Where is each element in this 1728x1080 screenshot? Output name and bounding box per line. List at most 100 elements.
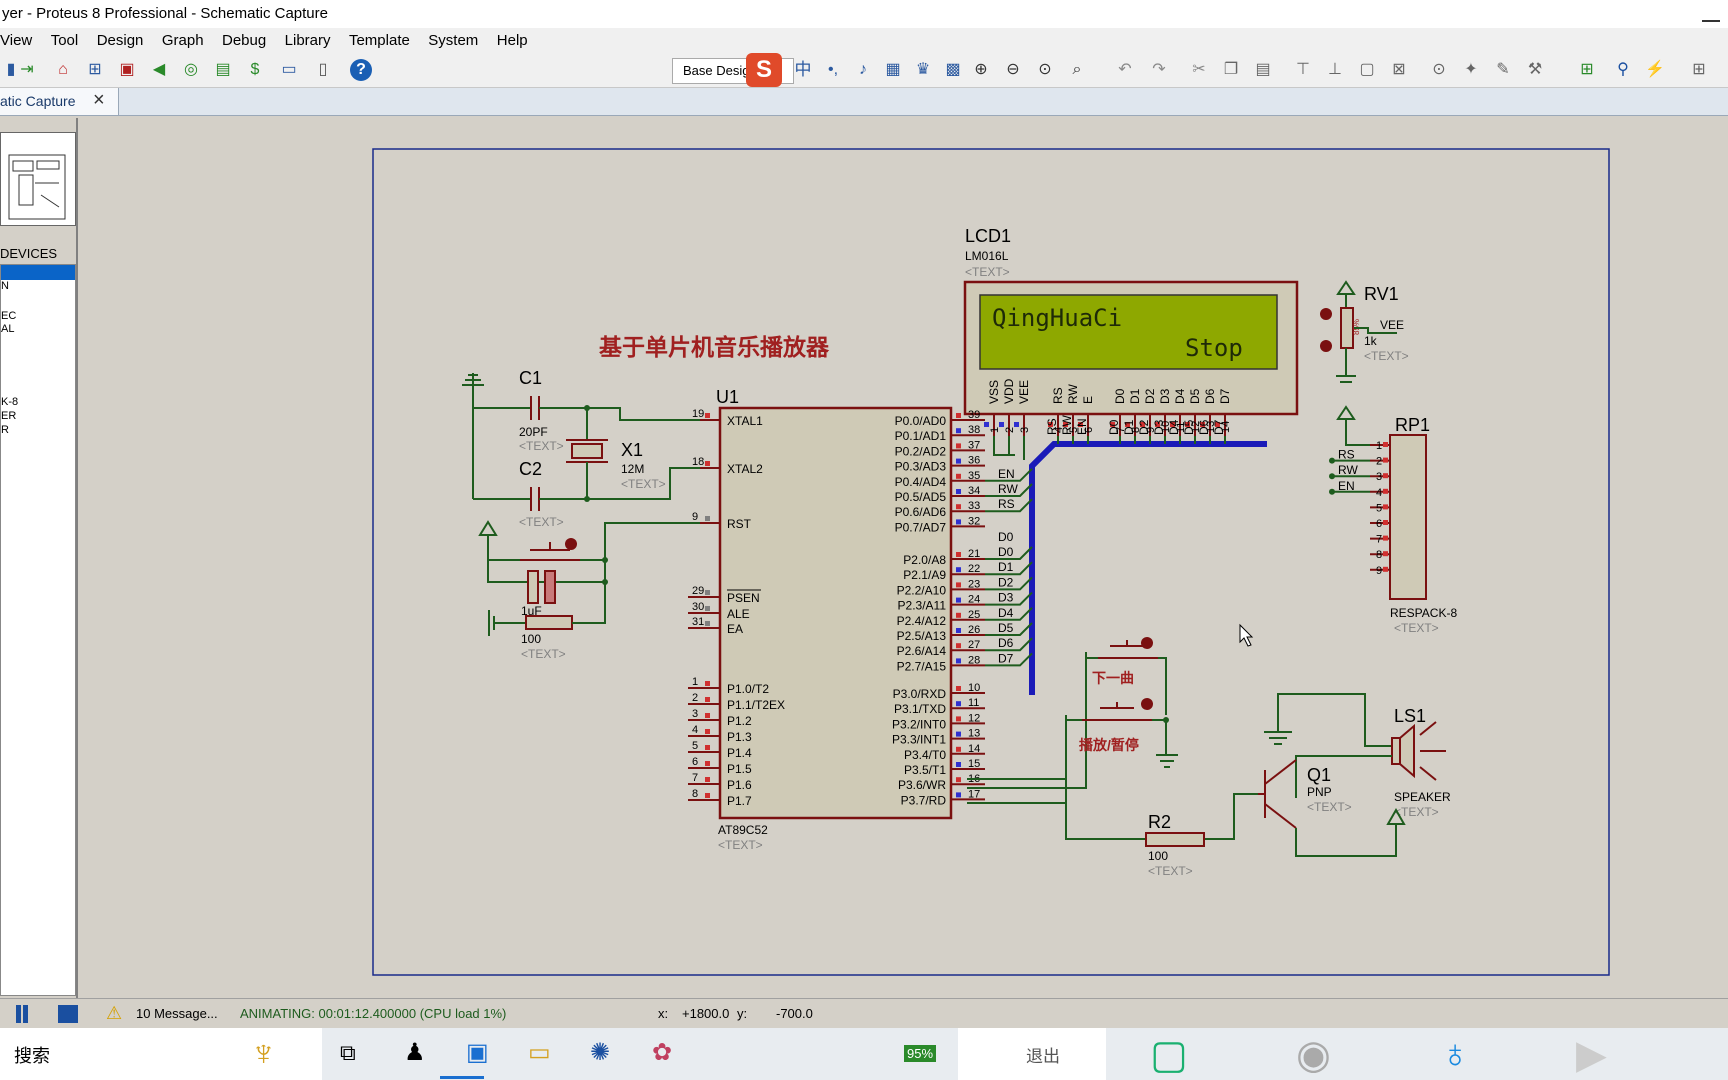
menu-view[interactable]: View	[0, 32, 33, 49]
lcd-pin-number: 7	[1115, 427, 1127, 433]
screen-share-icon[interactable]: ▢	[1150, 1033, 1188, 1077]
u1-pin-number: 5	[692, 740, 698, 752]
resistor-r2[interactable]: R2 100 <TEXT>	[967, 778, 1205, 878]
ime-punct-icon[interactable]: •,	[827, 61, 839, 78]
rv1[interactable]: RV1 85% VEE 1k <TEXT>	[1320, 280, 1409, 383]
qq-icon[interactable]: ♟	[404, 1039, 426, 1066]
task-view-icon[interactable]: ⧉	[340, 1040, 356, 1065]
ime-mode-label[interactable]: 中	[794, 60, 812, 79]
zoom-in-icon[interactable]: ⊕	[974, 61, 988, 78]
pick-device-icon[interactable]: ⊙	[1432, 61, 1446, 78]
device-item[interactable]: EC	[1, 310, 17, 322]
make-device-icon[interactable]: ✦	[1464, 61, 1478, 78]
packaging-icon[interactable]: ✎	[1496, 61, 1510, 78]
menu-library[interactable]: Library	[284, 32, 331, 49]
reset-circuit[interactable]: 1uF 100 <TEXT>	[478, 520, 700, 661]
zoom-all-icon[interactable]: ⊙	[1038, 61, 1052, 78]
u1-pin-number: 22	[968, 563, 980, 575]
messages-count[interactable]: 10 Message...	[136, 1006, 218, 1021]
import-icon[interactable]: ⇥	[20, 61, 34, 78]
u1-pin-number: 14	[968, 743, 980, 755]
transistor-q1[interactable]: Q1 PNP <TEXT>	[1204, 759, 1406, 857]
paste-icon[interactable]: ▤	[1255, 61, 1271, 78]
stop-button[interactable]	[58, 1005, 78, 1023]
lcd-bus-label: D7	[1212, 419, 1226, 435]
zoom-area-icon[interactable]: ⌕	[1072, 61, 1082, 78]
file-explorer-icon[interactable]: ▭	[528, 1039, 551, 1066]
microphone-icon[interactable]: ♪	[859, 61, 867, 78]
menu-graph[interactable]: Graph	[161, 32, 204, 49]
wire-autorouter-icon[interactable]: ⊞	[1580, 61, 1594, 78]
menu-tool[interactable]: Tool	[50, 32, 79, 49]
decompose-icon[interactable]: ⚒	[1527, 61, 1543, 78]
device-item[interactable]: N	[1, 280, 9, 292]
block-copy-icon[interactable]: ⊤	[1296, 61, 1310, 78]
vsm-icon[interactable]: ▭	[281, 61, 297, 78]
camera-icon[interactable]: ◉	[1296, 1033, 1331, 1077]
undo-icon[interactable]: ↶	[1118, 61, 1132, 78]
device-item[interactable]: ER	[1, 410, 17, 422]
schematic-canvas[interactable]: .w { stroke:#1e5c1e; stroke-width:2; fil…	[80, 130, 1728, 990]
button-next[interactable]: 下一曲	[967, 637, 1167, 789]
bom-icon[interactable]: $	[250, 61, 260, 78]
y-coord: -700.0	[776, 1006, 813, 1021]
design-explorer-icon[interactable]: ▤	[215, 61, 231, 78]
schematic-sheet[interactable]: .w { stroke:#1e5c1e; stroke-width:2; fil…	[80, 130, 1728, 990]
record-icon[interactable]: ▶	[1576, 1033, 1607, 1077]
lcd-pin-name: VDD	[1002, 378, 1016, 404]
sogou-ime-icon[interactable]: S	[746, 53, 782, 87]
microphone-icon[interactable]: ♁	[1440, 1032, 1470, 1076]
pause-button[interactable]	[16, 1005, 28, 1023]
block-move-icon[interactable]: ⊥	[1328, 61, 1342, 78]
home-icon[interactable]: ⌂	[58, 61, 68, 78]
cut-icon[interactable]: ✂	[1192, 61, 1206, 78]
redo-icon[interactable]: ↷	[1152, 61, 1166, 78]
device-list-selection[interactable]	[1, 265, 75, 280]
zoom-out-icon[interactable]: ⊖	[1006, 61, 1020, 78]
device-list[interactable]: N EC AL K-8 ER R	[0, 264, 76, 996]
app-icon-2[interactable]: ✿	[652, 1039, 673, 1066]
u1-pin-number: 25	[968, 609, 980, 621]
pcb-icon[interactable]: ▣	[119, 61, 135, 78]
search-mascot-icon: ♆	[250, 1032, 277, 1073]
skin-icon[interactable]: ♛	[915, 61, 931, 78]
lcd1[interactable]: LCD1 LM016L <TEXT> QingHuaCi Stop VSS1VD…	[963, 226, 1299, 436]
help-icon[interactable]: ?	[350, 59, 372, 81]
new-sheet-icon[interactable]: ⊞	[1692, 61, 1706, 78]
menu-template[interactable]: Template	[348, 32, 410, 49]
device-item[interactable]: R	[1, 424, 9, 436]
lcd-pin-name: RS	[1051, 387, 1065, 404]
menu-system[interactable]: System	[428, 32, 479, 49]
property-tool-icon[interactable]: ⚡	[1645, 61, 1665, 78]
device-item[interactable]: K-8	[1, 396, 19, 408]
taskbar-search[interactable]: 搜索 ♆	[0, 1028, 322, 1080]
gerber-icon[interactable]: ◎	[184, 61, 198, 78]
notes-icon[interactable]: ▯	[318, 61, 328, 78]
search-icon[interactable]: ⚲	[1617, 61, 1629, 78]
app-icon[interactable]: ▣	[466, 1039, 489, 1066]
proteus-icon[interactable]: ✺	[590, 1039, 611, 1066]
u1-pin-name: P0.0/AD0	[895, 414, 947, 428]
tab-schematic-capture[interactable]: atic Capture ×	[0, 88, 119, 115]
ime-tools-icon[interactable]: ▩	[945, 61, 961, 78]
block-rotate-icon[interactable]: ▢	[1359, 61, 1375, 78]
keyboard-icon[interactable]: ▦	[885, 61, 901, 78]
overview-window[interactable]	[0, 132, 76, 226]
minimize-button[interactable]	[1702, 6, 1720, 22]
3d-icon[interactable]: ◀	[152, 61, 166, 78]
exit-meeting-button[interactable]: 退出	[958, 1028, 1106, 1080]
schematic-icon[interactable]: ⊞	[88, 61, 102, 78]
menu-debug[interactable]: Debug	[222, 32, 267, 49]
block-delete-icon[interactable]: ⊠	[1392, 61, 1406, 78]
speaker-ls1[interactable]: LS1 SPEAKER <TEXT>	[1264, 693, 1451, 819]
button-play-pause[interactable]: 播放/暂停	[967, 698, 1178, 804]
menu-design[interactable]: Design	[96, 32, 144, 49]
oscillator-circuit[interactable]: C1 20PF <TEXT> C2 <TEXT> X1 12M <TEXT>	[462, 368, 700, 529]
menu-help[interactable]: Help	[496, 32, 528, 49]
device-item[interactable]: AL	[1, 323, 15, 335]
copy-icon[interactable]: ❐	[1223, 61, 1239, 78]
close-icon[interactable]: ×	[93, 89, 105, 111]
open-icon[interactable]: ▮	[6, 61, 16, 78]
